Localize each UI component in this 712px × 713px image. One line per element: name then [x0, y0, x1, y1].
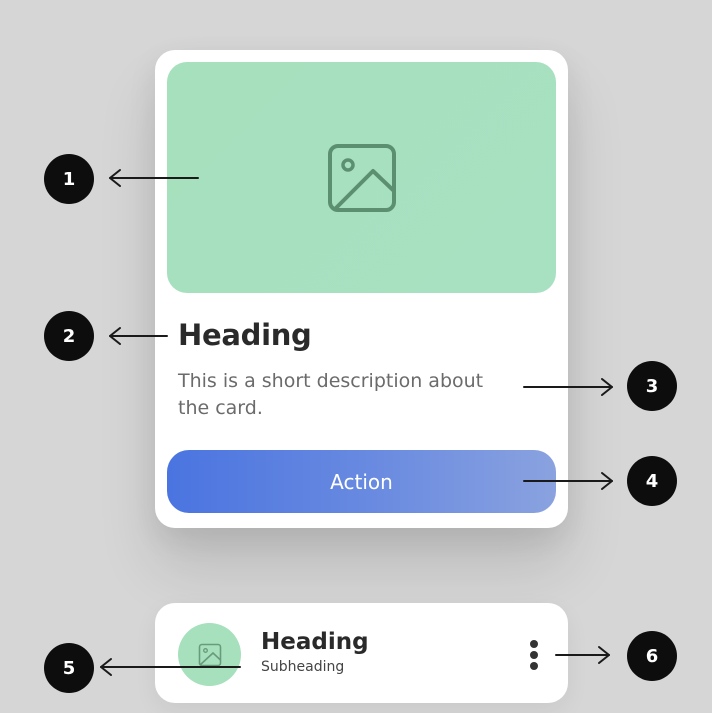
image-placeholder-icon [198, 643, 221, 666]
annotation-badge-5: 5 [44, 643, 94, 693]
list-item-heading: Heading [261, 629, 369, 655]
annotation-badge-4: 4 [627, 456, 677, 506]
list-item-card[interactable]: Heading Subheading [155, 603, 568, 703]
image-placeholder-icon [327, 143, 396, 212]
annotation-badge-3: 3 [627, 361, 677, 411]
annotation-badge-2: 2 [44, 311, 94, 361]
more-vertical-icon[interactable] [525, 640, 543, 670]
card-heading: Heading [178, 318, 312, 352]
action-button[interactable]: Action [167, 450, 556, 513]
avatar [178, 623, 241, 686]
card-description: This is a short description about the ca… [178, 370, 484, 419]
annotation-badge-6: 6 [627, 631, 677, 681]
content-card: Heading This is a short description abou… [155, 50, 568, 528]
annotation-badge-1: 1 [44, 154, 94, 204]
list-item-subheading: Subheading [261, 659, 345, 675]
card-image [167, 62, 556, 293]
